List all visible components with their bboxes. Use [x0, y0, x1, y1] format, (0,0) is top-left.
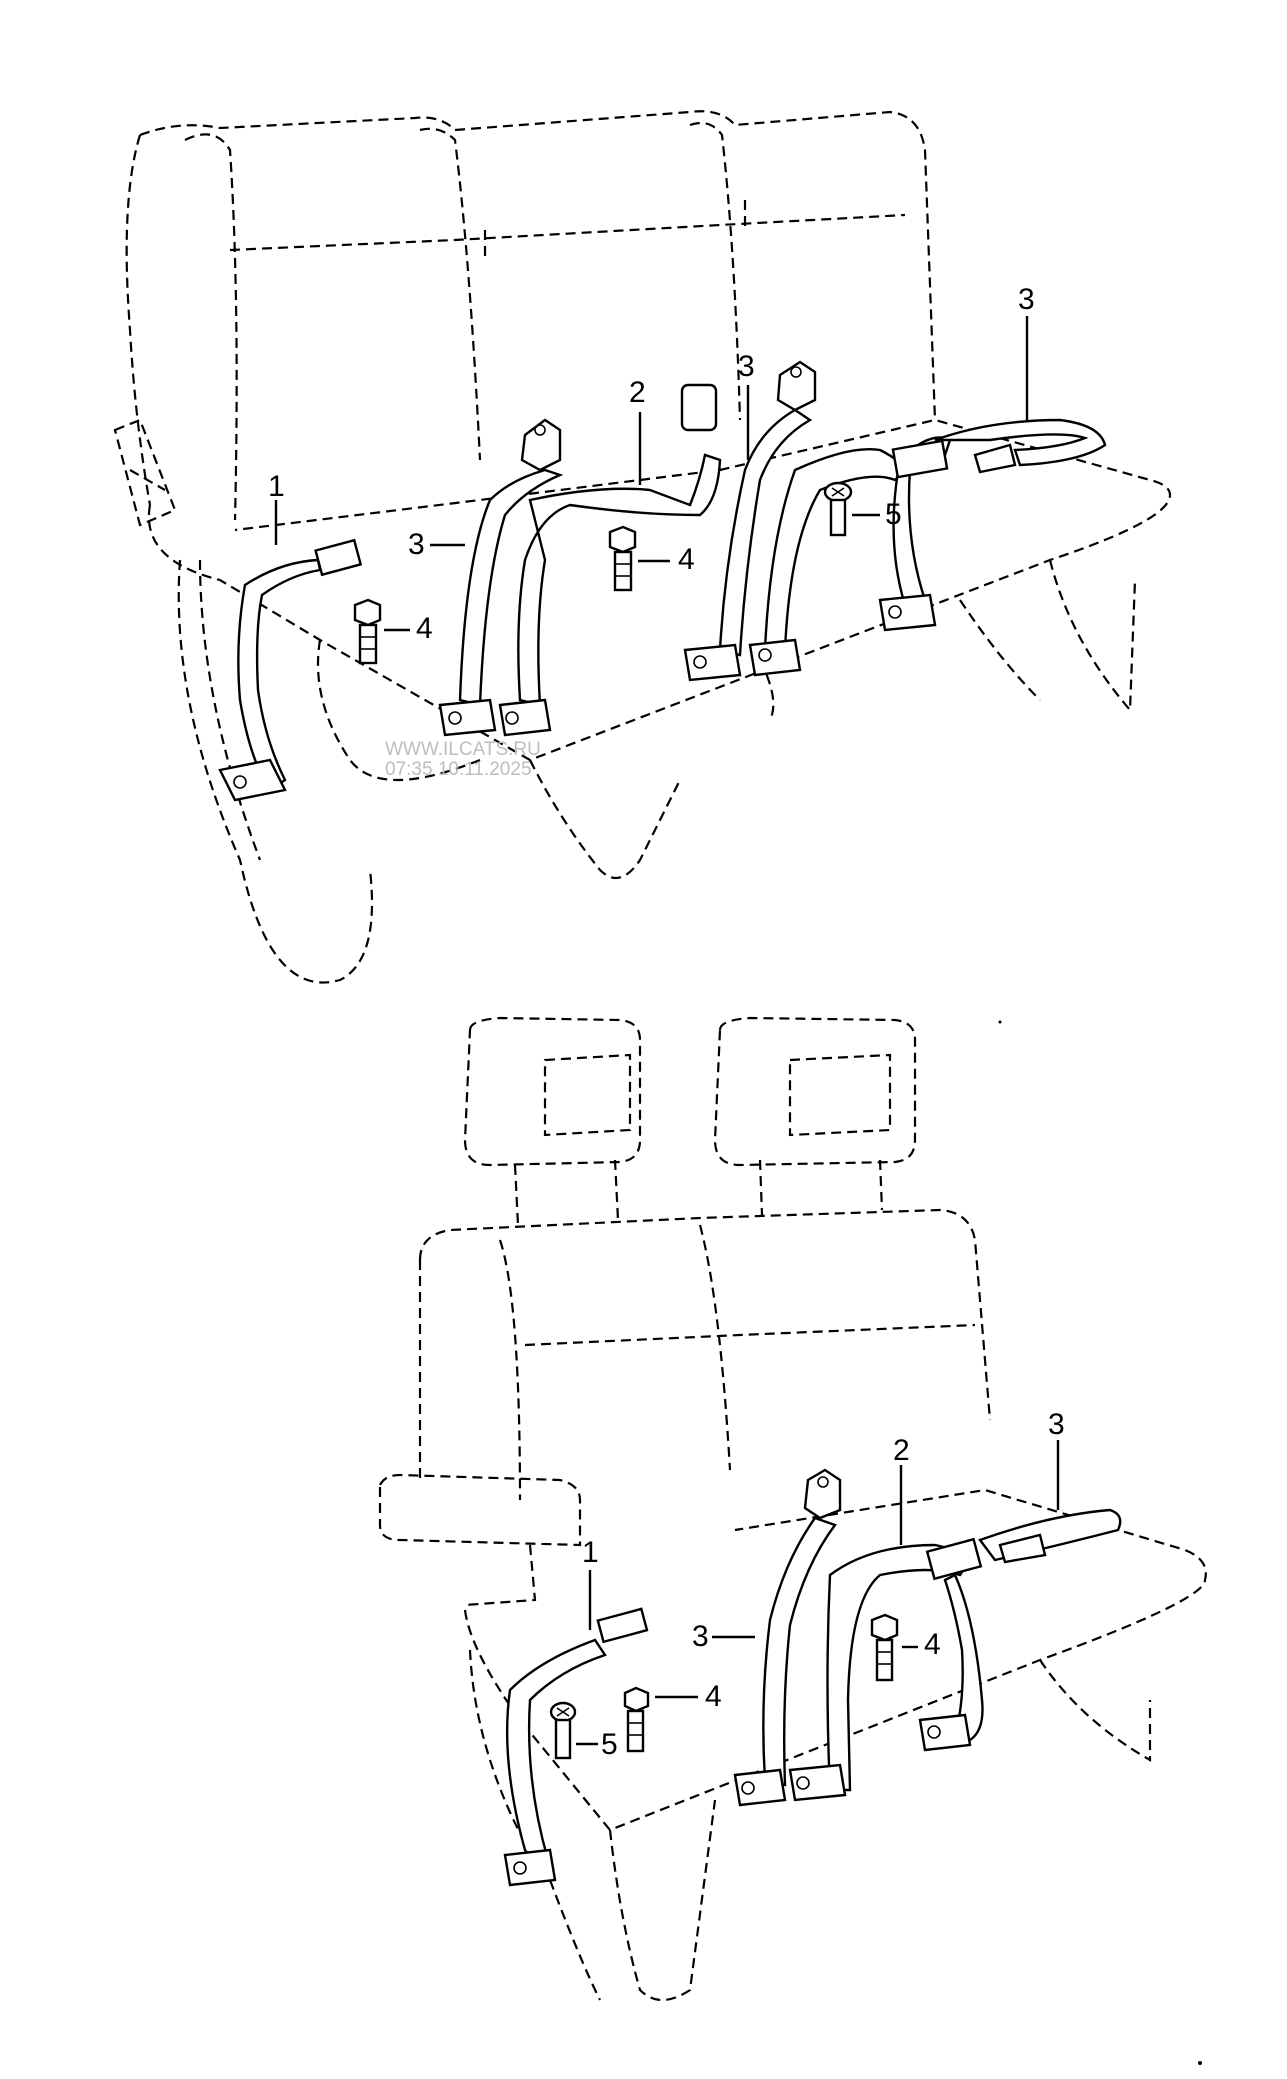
- callout-top-2: 2: [629, 376, 646, 409]
- callout-top-3b: 3: [738, 350, 755, 383]
- watermark-timestamp: 07:35 10.11.2025: [385, 758, 532, 780]
- bottom-bolt-4b: [870, 1613, 918, 1682]
- bottom-bolt-5: [549, 1701, 598, 1760]
- bottom-leaders: [588, 1440, 1060, 1639]
- bottom-bolt-4a: [623, 1686, 698, 1753]
- top-leaders: [274, 316, 1029, 547]
- callout-bottom-2: 2: [893, 1434, 910, 1467]
- callout-bottom-5: 5: [601, 1728, 618, 1761]
- top-bolt-4b: [608, 525, 670, 592]
- callout-top-4a: 4: [416, 612, 433, 645]
- top-bench-outline: [113, 110, 1172, 984]
- callout-top-4b: 4: [678, 543, 695, 576]
- callout-bottom-1: 1: [582, 1536, 599, 1569]
- top-bolt-4a: [353, 598, 410, 665]
- callout-bottom-4b: 4: [924, 1628, 941, 1661]
- callout-bottom-3b: 3: [1048, 1408, 1065, 1441]
- bottom-bench-outline: [378, 1016, 1207, 2002]
- bottom-belt-1: [503, 1607, 649, 1887]
- top-belt-3-right: [878, 418, 1107, 632]
- top-belt-1: [218, 538, 363, 802]
- top-belt-3-middle: [683, 360, 907, 682]
- watermark-site: WWW.ILCATS.RU: [385, 739, 541, 760]
- callout-top-3c: 3: [1018, 283, 1035, 316]
- callout-bottom-3a: 3: [692, 1620, 709, 1653]
- watermark: WWW.ILCATS.RU 07:35 10.11.2025: [385, 740, 541, 780]
- top-bolt-5: [823, 481, 880, 537]
- top-belt-3-and-2: [438, 383, 722, 737]
- callout-bottom-4a: 4: [705, 1680, 722, 1713]
- callout-top-1: 1: [268, 470, 285, 503]
- callout-top-5: 5: [885, 498, 902, 531]
- callout-top-3a: 3: [408, 528, 425, 561]
- bottom-belt-3-right: [918, 1508, 1122, 1752]
